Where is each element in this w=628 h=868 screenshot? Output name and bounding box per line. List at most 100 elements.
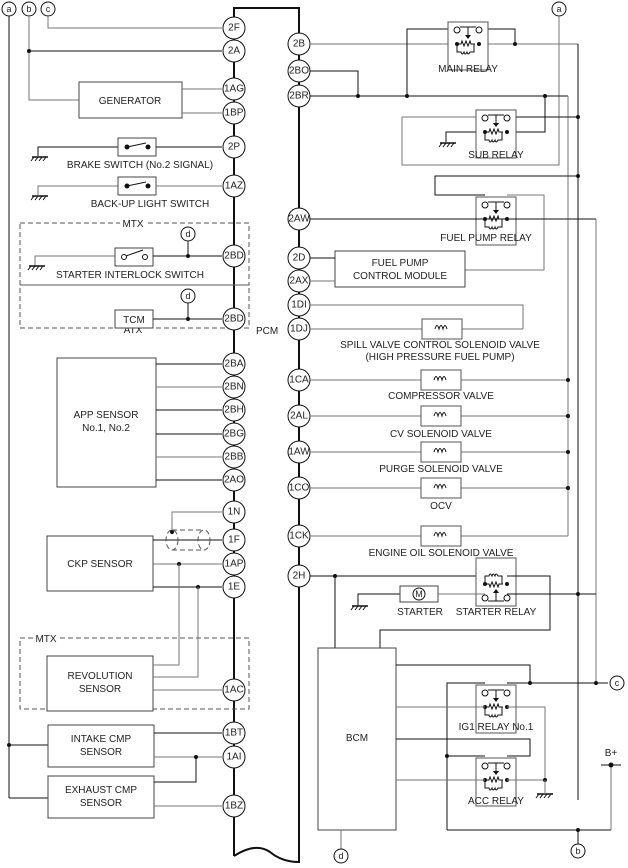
svg-text:d: d xyxy=(185,229,190,239)
pin-1dj: 1DJ xyxy=(287,317,311,341)
pin-2bg: 2BG xyxy=(222,422,246,446)
pin-label: 1AP xyxy=(225,559,244,570)
pin-label: 1E xyxy=(228,582,241,593)
pin-label: 2BB xyxy=(225,452,244,463)
pin-1ap: 1AP xyxy=(222,552,246,576)
pcm-label: PCM xyxy=(256,326,278,337)
app-sensor-box xyxy=(56,357,157,488)
svg-text:a: a xyxy=(6,4,11,14)
pin-1co: 1CO xyxy=(287,476,311,500)
connector-d: d xyxy=(180,288,196,304)
ground-icon xyxy=(535,793,554,799)
pin-1aw: 1AW xyxy=(287,440,311,464)
ocv-label: OCV xyxy=(430,501,452,512)
pin-label: 2AW xyxy=(288,214,310,225)
engine-oil-solenoid-valve-label: ENGINE OIL SOLENOID VALVE xyxy=(369,548,514,559)
pin-2aw: 2AW xyxy=(287,207,311,231)
pin-label: 2P xyxy=(228,142,241,153)
pin-1ck: 1CK xyxy=(287,524,311,548)
ocv-coil-icon xyxy=(420,477,462,499)
app-sensor-sublabel: No.1, No.2 xyxy=(82,423,130,434)
generator-label: GENERATOR xyxy=(99,96,161,107)
pin-label: 2BH xyxy=(224,405,243,416)
mtx-label-2: MTX xyxy=(35,634,56,645)
pin-label: 2AX xyxy=(290,276,309,287)
pin-label: 2BG xyxy=(224,429,244,440)
pin-label: 1DJ xyxy=(290,324,308,335)
pin-1bt: 1BT xyxy=(222,721,246,745)
pin-2bh: 2BH xyxy=(222,398,246,422)
pin-label: 1DI xyxy=(291,300,307,311)
pin-1bz: 1BZ xyxy=(222,794,246,818)
pin-label: 1BP xyxy=(225,108,244,119)
pin-label: 1BT xyxy=(225,728,243,739)
pin-2al: 2AL xyxy=(287,404,311,428)
revolution-sensor-box xyxy=(46,655,154,712)
pcm-outline xyxy=(233,7,300,864)
pin-2ax: 2AX xyxy=(287,269,311,293)
intake-cmp-sensor-box xyxy=(47,724,155,768)
backup-light-switch-label: BACK-UP LIGHT SWITCH xyxy=(91,199,210,210)
pin-2bd: 2BD xyxy=(222,307,246,331)
cv-solenoid-valve-label: CV SOLENOID VALVE xyxy=(390,429,492,440)
pin-label: 2B xyxy=(293,39,306,50)
ig1-relay-label: IG1 RELAY No.1 xyxy=(459,722,534,733)
atx-label: ATX xyxy=(124,325,143,336)
purge-solenoid-valve-coil-icon xyxy=(420,441,462,463)
pin-2bd: 2BD xyxy=(222,244,246,268)
brake-switch-label: BRAKE SWITCH (No.2 SIGNAL) xyxy=(67,160,213,171)
tcm-label: TCM xyxy=(123,315,145,326)
starter-label: STARTER xyxy=(397,607,443,618)
pin-label: 1AI xyxy=(226,752,241,763)
pin-label: 2AL xyxy=(290,411,308,422)
connector-b-top: b xyxy=(21,1,37,17)
svg-text:d: d xyxy=(185,291,190,301)
starter-interlock-switch-label: STARTER INTERLOCK SWITCH xyxy=(56,270,204,281)
pin-label: 2F xyxy=(228,23,240,34)
connector-d-bottom: d xyxy=(333,848,349,864)
connector-b-bottom: b xyxy=(570,843,586,859)
mtx-label: MTX xyxy=(122,219,143,230)
pin-1ac: 1AC xyxy=(222,678,246,702)
pin-label: 2AO xyxy=(224,475,244,486)
starter-motor-icon xyxy=(412,587,426,601)
intake-cmp-sensor-label: INTAKE CMP xyxy=(71,734,132,745)
pin-2ao: 2AO xyxy=(222,468,246,492)
pin-1ag: 1AG xyxy=(222,77,246,101)
bcm-box xyxy=(317,647,397,831)
acc-relay-label: ACC RELAY xyxy=(468,796,524,807)
starter-relay-icon xyxy=(475,557,517,607)
pin-label: 2BA xyxy=(225,359,244,370)
pin-label: 1AC xyxy=(224,685,243,696)
generator-box xyxy=(78,81,183,119)
fuel-pump-module-sublabel: CONTROL MODULE xyxy=(353,271,447,282)
bcm-label: BCM xyxy=(346,733,368,744)
purge-solenoid-valve-label: PURGE SOLENOID VALVE xyxy=(379,464,503,475)
pin-2bo: 2BO xyxy=(287,59,311,83)
pin-label: 2D xyxy=(293,253,306,264)
battery-label: B+ xyxy=(605,748,618,759)
pin-2f: 2F xyxy=(222,16,246,40)
svg-text:c: c xyxy=(615,678,620,688)
pin-label: 2BO xyxy=(289,66,309,77)
fuel-pump-control-module-box xyxy=(334,250,466,288)
pin-2b: 2B xyxy=(287,32,311,56)
spill-valve-label: SPILL VALVE CONTROL SOLENOID VALVE xyxy=(340,340,540,351)
ground-icon xyxy=(30,156,49,162)
pin-label: 2H xyxy=(293,571,306,582)
pin-label: 1AZ xyxy=(225,181,243,192)
pin-label: 1N xyxy=(228,507,241,518)
ckp-sensor-box xyxy=(46,535,154,592)
main-relay-icon xyxy=(447,21,489,71)
connector-a-top: a xyxy=(1,1,17,17)
pin-label: 1F xyxy=(228,535,240,546)
cv-solenoid-valve-coil-icon xyxy=(420,405,462,427)
pin-2br: 2BR xyxy=(287,84,311,108)
pin-label: 2A xyxy=(228,46,241,57)
pin-1ai: 1AI xyxy=(222,745,246,769)
svg-text:d: d xyxy=(338,851,343,861)
pin-label: 1AG xyxy=(224,84,244,95)
ground-icon xyxy=(350,605,369,611)
sub-relay-label: SUB RELAY xyxy=(468,150,524,161)
pin-1f: 1F xyxy=(222,528,246,552)
